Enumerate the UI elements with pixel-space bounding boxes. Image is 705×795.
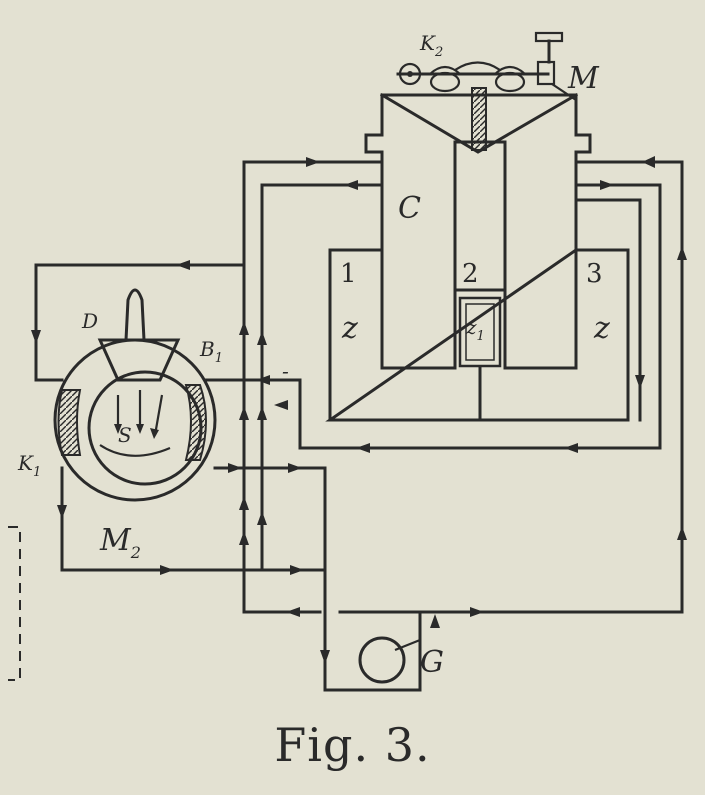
brush-label-k: K1 [17,451,41,480]
brush-label-b: B1 [199,337,223,366]
dashed-bracket [8,526,21,681]
contact-label-k: K2 [419,31,443,60]
electromagnet [325,31,630,422]
handle-label-d: D [81,309,98,333]
coil-label-left: z [341,311,358,346]
generator-label-g: G [420,645,444,680]
cell-label-3: 3 [586,259,603,289]
rotor-label-s: S [118,423,132,447]
flow-arrows [31,156,687,664]
core-label-c: C [398,191,421,226]
minus-label: - [282,359,289,383]
contact-label-m: M [567,61,600,96]
coil-label-center: z1 [465,315,485,344]
figure-caption: Fig. 3. [274,718,431,772]
coil-label-right: z [593,311,610,346]
cell-label-1: 1 [340,259,357,289]
rotary-converter [53,288,217,502]
machine-label-m: M2 [99,523,141,562]
wiring [34,160,684,692]
cell-label-2: 2 [462,259,479,289]
